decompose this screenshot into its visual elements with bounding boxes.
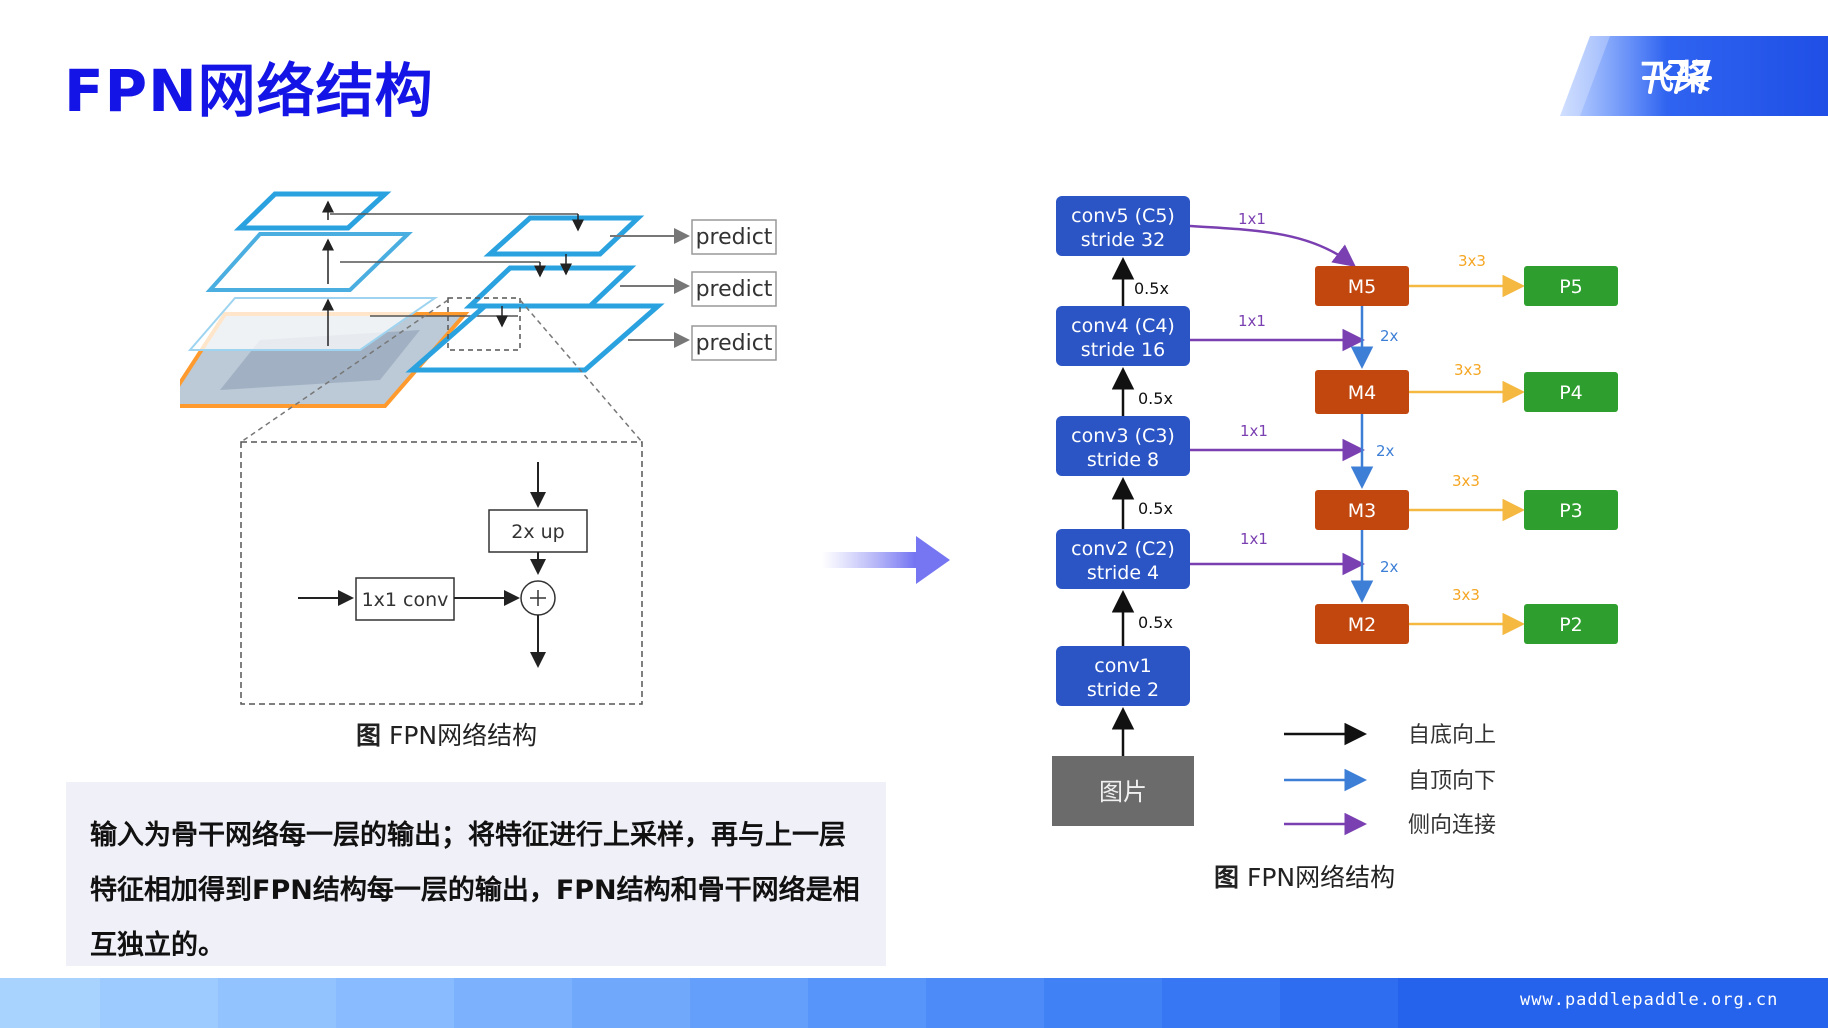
- pyramid-level-3: [187, 297, 439, 351]
- svg-text:P5: P5: [1559, 276, 1583, 298]
- svg-text:stride 8: stride 8: [1087, 449, 1159, 471]
- output-p5: P5: [1524, 266, 1618, 306]
- output-level-1: [483, 215, 645, 257]
- svg-text:图片: 图片: [1099, 778, 1147, 806]
- upsample-label: 2x: [1376, 442, 1395, 460]
- zoom-region: [447, 297, 521, 351]
- legend-lateral: 侧向连接: [1408, 813, 1496, 838]
- svg-text:conv5 (C5): conv5 (C5): [1071, 205, 1175, 227]
- lateral-label: 1x1: [1238, 312, 1266, 330]
- right-fpn-diagram: conv5 (C5) stride 32 conv4 (C4) stride 1…: [1052, 196, 1618, 838]
- upsample-label: 2x: [1380, 327, 1399, 345]
- merge-m3: M3: [1315, 490, 1409, 530]
- output-level-3: [405, 303, 665, 373]
- pyramid-level-1: [233, 191, 392, 231]
- downsample-label: 0.5x: [1138, 389, 1173, 408]
- merge-m5: M5: [1315, 266, 1409, 306]
- svg-text:stride 32: stride 32: [1081, 229, 1165, 251]
- output-level-2: [463, 265, 637, 309]
- brand-logo-text: 飞桨: [1640, 58, 1712, 98]
- legend-top-down: 自顶向下: [1408, 769, 1496, 794]
- slide-title: FPN网络结构: [64, 57, 434, 125]
- predict-label: predict: [696, 277, 773, 302]
- conv-box: 1x1 conv: [355, 577, 455, 621]
- transition-arrow-icon: [822, 536, 950, 584]
- svg-text:M4: M4: [1348, 382, 1376, 404]
- description-text: 输入为骨干网络每一层的输出；将特征进行上采样，再与上一层特征相加得到FPN结构每…: [90, 820, 860, 961]
- pyramid-level-2: [205, 232, 413, 292]
- legend: 自底向上 自顶向下 侧向连接: [1284, 722, 1496, 838]
- output-p3: P3: [1524, 490, 1618, 530]
- left-figure-caption: 图 FPN网络结构: [356, 716, 537, 752]
- right-figure-caption: 图 FPN网络结构: [1214, 858, 1395, 894]
- backbone-c3: conv3 (C3) stride 8: [1056, 416, 1190, 476]
- svg-text:stride 2: stride 2: [1087, 679, 1159, 701]
- predict-label: predict: [696, 331, 773, 356]
- add-node: [520, 580, 556, 616]
- downsample-label: 0.5x: [1134, 279, 1169, 298]
- footer-url: www.paddlepaddle.org.cn: [1520, 990, 1779, 1010]
- backbone-c5: conv5 (C5) stride 32: [1056, 196, 1190, 256]
- legend-bottom-up: 自底向上: [1408, 723, 1496, 748]
- svg-text:M2: M2: [1348, 614, 1376, 636]
- merge-m4: M4: [1315, 370, 1409, 414]
- upsample-label: 2x: [1380, 558, 1399, 576]
- predict-box-1: predict: [691, 219, 777, 255]
- backbone-c4: conv4 (C4) stride 16: [1056, 306, 1190, 366]
- backbone-conv1: conv1 stride 2: [1056, 646, 1190, 706]
- merge-m2: M2: [1315, 604, 1409, 644]
- svg-text:M5: M5: [1348, 276, 1376, 298]
- lateral-label: 1x1: [1240, 530, 1268, 548]
- svg-text:P4: P4: [1559, 382, 1583, 404]
- output-p2: P2: [1524, 604, 1618, 644]
- svg-text:2x up: 2x up: [511, 521, 564, 543]
- smooth-label: 3x3: [1452, 586, 1480, 604]
- predict-label: predict: [696, 225, 773, 250]
- svg-text:stride 16: stride 16: [1081, 339, 1165, 361]
- lateral-label: 1x1: [1238, 210, 1266, 228]
- input-image-box: 图片: [1052, 756, 1194, 826]
- footer-band: [0, 978, 1828, 1028]
- predict-box-3: predict: [691, 325, 777, 361]
- predict-box-2: predict: [691, 271, 777, 307]
- downsample-label: 0.5x: [1138, 613, 1173, 632]
- description-panel: 输入为骨干网络每一层的输出；将特征进行上采样，再与上一层特征相加得到FPN结构每…: [66, 782, 886, 966]
- lateral-label: 1x1: [1240, 422, 1268, 440]
- svg-text:conv2 (C2): conv2 (C2): [1071, 538, 1175, 560]
- detail-panel: [240, 441, 643, 705]
- downsample-label: 0.5x: [1138, 499, 1173, 518]
- svg-text:conv4 (C4): conv4 (C4): [1071, 315, 1175, 337]
- caption-text: FPN网络结构: [388, 721, 538, 750]
- smooth-label: 3x3: [1458, 252, 1486, 270]
- output-p4: P4: [1524, 372, 1618, 412]
- svg-text:conv3 (C3): conv3 (C3): [1071, 425, 1175, 447]
- svg-text:1x1 conv: 1x1 conv: [362, 589, 449, 611]
- svg-text:conv1: conv1: [1094, 655, 1151, 677]
- caption-text: FPN网络结构: [1246, 863, 1396, 892]
- svg-text:P3: P3: [1559, 500, 1583, 522]
- smooth-label: 3x3: [1452, 472, 1480, 490]
- caption-prefix: 图: [356, 721, 382, 750]
- svg-text:M3: M3: [1348, 500, 1376, 522]
- svg-text:P2: P2: [1559, 614, 1583, 636]
- upsample-box: 2x up: [488, 509, 588, 553]
- svg-text:stride 4: stride 4: [1087, 562, 1159, 584]
- backbone-c2: conv2 (C2) stride 4: [1056, 529, 1190, 589]
- caption-prefix: 图: [1214, 863, 1240, 892]
- left-fpn-diagram: predict predict predict 2x up 1x1 conv: [180, 191, 777, 705]
- smooth-label: 3x3: [1454, 361, 1482, 379]
